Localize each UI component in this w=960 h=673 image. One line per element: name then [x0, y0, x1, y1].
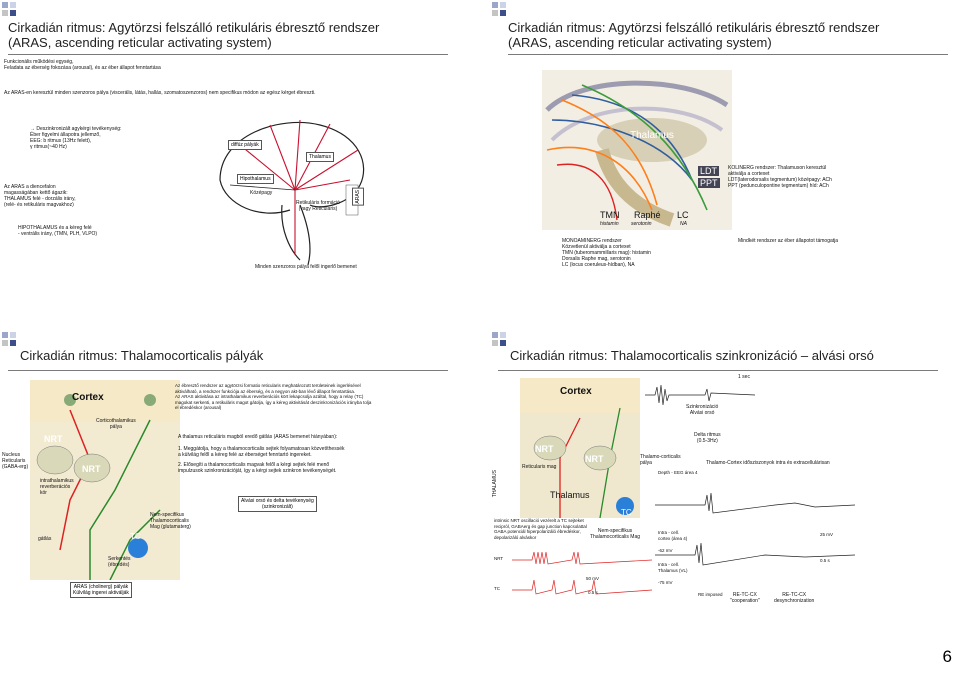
cholinergic-text: KOLINERG rendszer: Thalamuson keresztül … [728, 165, 832, 189]
aras-cholinergic-box: ARAS (cholinerg) pályák Külvilág ingerei… [70, 582, 132, 598]
label-nrt-2: NRT [585, 454, 604, 464]
label-synchronization: Szinkronizáció Alvási orsó [686, 404, 719, 416]
label-lc: LC [677, 210, 689, 220]
label-desynchronization: RE-TC-CX desynchronization [774, 592, 815, 604]
label-tc-cortex: Thalamo-Cortex idősziszonyok intra és ex… [706, 460, 830, 466]
title-divider [498, 370, 938, 371]
monoamine-text: MONOAMINERG rendszer Közvetlenül aktivál… [562, 238, 651, 268]
label-tc: TC [130, 532, 141, 541]
label-cortex: Cortex [560, 386, 592, 397]
eeg-traces [645, 384, 755, 406]
sensory-input: Minden szenzoros pálya felől ingerlő bem… [255, 264, 357, 270]
label-mv-a: -62 mV [658, 548, 673, 553]
label-na: NA [680, 221, 687, 227]
label-thalamus: Thalamus [630, 130, 674, 141]
slide-title: Cirkadián ritmus: Agytörzsi felszálló re… [508, 20, 880, 50]
intrinsic-text: intrinsic NRT oscillació vezérelt a TC s… [494, 518, 587, 540]
label-mv-b: -75 mV [658, 580, 673, 585]
label-hypothalamus: Hipothalamus [237, 174, 274, 184]
label-re-imposed: RE imposed [698, 592, 723, 597]
label-intra-cortex: Intra - cell. cortex (área 4) [658, 530, 688, 541]
page-number: 6 [942, 647, 952, 666]
slide-title: Cirkadián ritmus: Agytörzsi felszálló re… [8, 20, 380, 50]
label-ppt: PPT [698, 178, 720, 188]
label-reticularis: Reticularis mag [522, 464, 557, 470]
both-systems-text: Mindkét rendszer az éber állapotot támog… [738, 238, 839, 244]
label-tc-trace: TC [494, 586, 500, 591]
label-thalamus-vertical: THALAMUS [492, 470, 498, 498]
label-1sec: 1 sec [738, 374, 750, 380]
intracell-traces [655, 492, 855, 566]
title-divider [508, 54, 948, 55]
slide-title: Cirkadián ritmus: Thalamocorticalis pály… [20, 348, 264, 363]
label-intrathalamic: intrathalamikus reverberációs kör [40, 478, 74, 496]
hypothalamus-text: HIPOTHALAMUS és a kéreg felé - ventrális… [18, 225, 98, 237]
label-nucleus-reticularis: Nucleus Reticularis (GABA-erg) [2, 452, 29, 470]
point-2: 2. Elősegíti a thalamocorticalis magvak … [178, 462, 337, 474]
label-intra-thalamus: Intra - cell. Thalamus (VL) [658, 562, 688, 573]
label-thalamus: Thalamus [306, 152, 334, 162]
corner-decoration [490, 0, 530, 20]
label-tmn: TMN [600, 210, 620, 220]
label-50mv: 50 mV [586, 576, 600, 581]
label-reticular: Retikuláris formáció (vagy Reticularis) [296, 200, 340, 212]
label-raphe: Raphé [634, 210, 661, 220]
label-nrt-2: NRT [82, 464, 101, 474]
label-delta: Delta ritmus (0.5-3Hz) [694, 432, 721, 444]
corner-decoration [490, 330, 530, 350]
label-tc: TC [621, 508, 632, 517]
label-25mv: 25 mV [820, 532, 834, 537]
desync-text: → Deszinkronizált agykérgi tevékenység: … [30, 126, 122, 150]
label-nrt-trace: NRT [494, 556, 504, 561]
title-divider [8, 54, 448, 55]
diencephalon-text: Az ARAS a diencefalon magasságában kettő… [4, 184, 76, 208]
label-midbrain: Középagy [250, 190, 273, 196]
slide-aras-text: Cirkadián ritmus: Agytörzsi felszálló re… [0, 0, 470, 300]
label-histamin: histamin [600, 221, 619, 227]
aras-description: Az ARAS-en keresztül minden szenzoros pá… [4, 90, 316, 96]
point-1: 1. Meggátolja, hogy a thalamocorticalis … [178, 446, 345, 458]
label-cortex: Cortex [72, 392, 104, 403]
label-cooperation: RE-TC-CX "cooperation" [730, 592, 760, 604]
label-serkentes: Serkentés (ébredés) [108, 556, 131, 568]
corner-decoration [0, 330, 40, 350]
label-thalamus: Thalamus [550, 490, 590, 500]
thalamocortical-diagram [30, 380, 180, 580]
slide-thalamocortical: Cirkadián ritmus: Thalamocorticalis pály… [0, 330, 470, 630]
corner-decoration [0, 0, 40, 20]
label-depth: Depth - EEG área 4 [658, 470, 698, 475]
label-05s-2: 0.5 s [588, 590, 598, 595]
label-corticothalamic: Corticothalamikus pálya [96, 418, 136, 430]
slide-aras-systems: Cirkadián ritmus: Agytörzsi felszálló re… [490, 0, 960, 300]
title-divider [8, 370, 448, 371]
label-nonspecific: Nem-specifikus Thalamocorticalis Mag [590, 528, 641, 540]
label-05s: 0.5 s [820, 558, 830, 563]
aras-explanation: Az ébresztő rendszer az agytörzsi format… [175, 383, 372, 410]
label-nrt: NRT [44, 434, 63, 444]
intro-text: Funkcionális működési egység, Feladata a… [4, 59, 161, 71]
label-aras: ARAS [352, 188, 364, 206]
reticular-inhibition-heading: A thalamus reticuláris magból eredő gátl… [178, 434, 338, 440]
label-tc-path: Thalamo-corticalis pálya [640, 454, 681, 466]
label-gatlas: gátlás [38, 536, 52, 542]
brain-systems-image [542, 70, 732, 230]
label-nrt: NRT [535, 444, 554, 454]
label-diffuse: diffúz pályák [228, 140, 262, 150]
slide-title: Cirkadián ritmus: Thalamocorticalis szin… [510, 348, 874, 363]
slide-sleep-spindle: Cirkadián ritmus: Thalamocorticalis szin… [490, 330, 960, 630]
sleep-spindle-box: Alvási orsó és delta tevékenység (szinkr… [238, 496, 317, 512]
label-ldt: LDT [698, 166, 720, 176]
label-nonspecific: Nem-specifikus Thalamocorticalis Mag (gl… [150, 512, 191, 530]
spindle-diagram [520, 378, 640, 518]
nrt-tc-traces [512, 551, 652, 595]
label-serotonin: serotonin [631, 221, 652, 227]
